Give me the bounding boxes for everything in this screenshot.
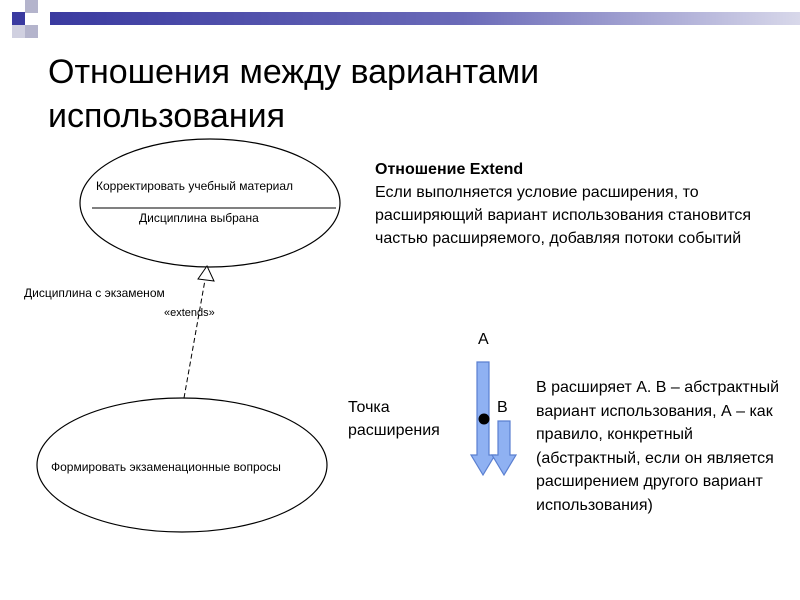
banner-square-gray-2 xyxy=(25,25,38,38)
arrow-b xyxy=(490,420,518,477)
flow-explanation: В расширяет А. В – абстрактный вариант и… xyxy=(536,379,780,514)
banner-square-gray-3 xyxy=(12,25,25,38)
condition-label: Дисциплина с экзаменом xyxy=(24,286,165,300)
extend-description: Отношение Extend Если выполняется услови… xyxy=(375,158,785,250)
slide-title: Отношения между вариантами использования xyxy=(48,53,540,135)
base-use-case-label: Корректировать учебный материал xyxy=(96,179,294,193)
extends-stereotype-label: «extends» xyxy=(164,307,215,319)
banner-stripe xyxy=(50,12,800,25)
arrow-a-label: A xyxy=(478,331,489,348)
extension-point-caption: Точка расширения xyxy=(348,399,440,439)
extending-use-case-label: Формировать экзаменационные вопросы xyxy=(51,460,281,474)
extending-use-case-ellipse xyxy=(36,397,328,533)
arrow-b-label: B xyxy=(497,399,508,416)
banner-square-gray xyxy=(25,0,38,13)
banner-square-blue xyxy=(12,12,25,25)
extension-point-dot xyxy=(478,413,490,425)
description-heading: Отношение Extend xyxy=(375,161,524,178)
extension-point-label: Дисциплина выбрана xyxy=(139,211,259,225)
extend-relation-dashed-line xyxy=(183,279,206,399)
generalization-arrowhead xyxy=(197,264,215,282)
base-use-case-ellipse xyxy=(79,138,341,268)
description-text: Если выполняется условие расширения, то … xyxy=(375,184,752,247)
title-banner xyxy=(12,0,800,38)
